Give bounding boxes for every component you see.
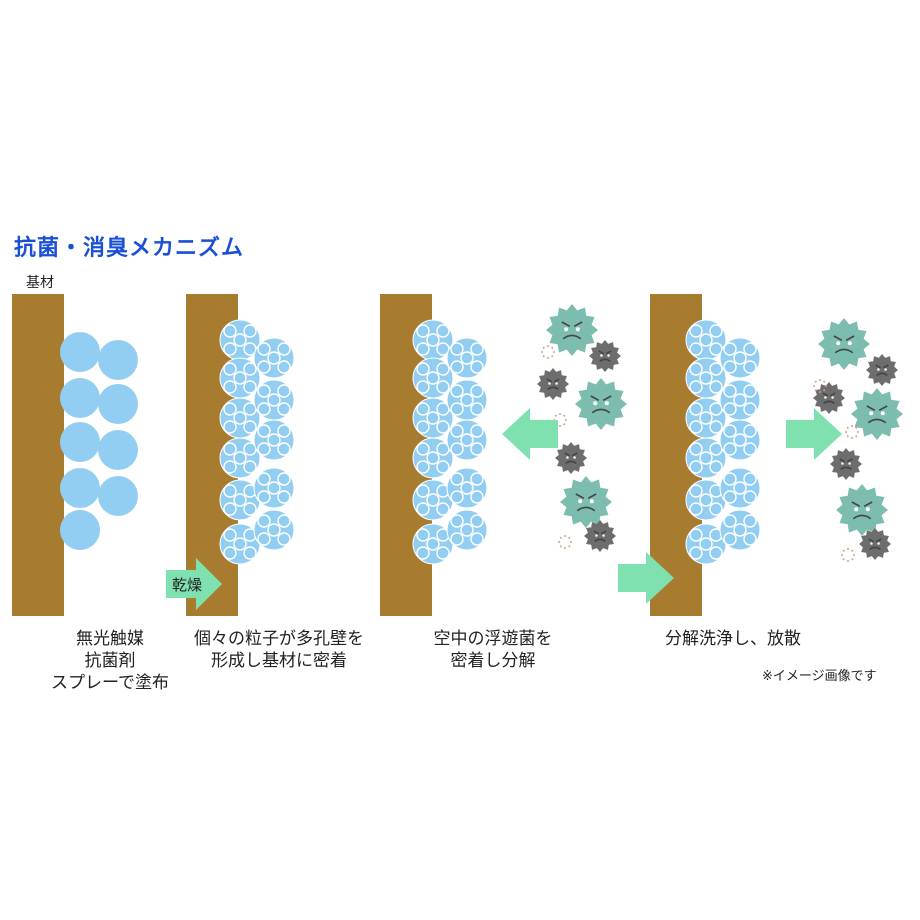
caption-stage-2: 個々の粒子が多孔壁を 形成し基材に密着 bbox=[184, 628, 374, 672]
porous-particle bbox=[719, 419, 761, 461]
porous-particle bbox=[253, 379, 295, 421]
germ-icon bbox=[555, 442, 587, 474]
particle bbox=[60, 378, 100, 418]
germ-icon bbox=[836, 484, 888, 536]
particle bbox=[98, 476, 138, 516]
porous-particle bbox=[412, 357, 454, 399]
germ-icon bbox=[584, 520, 616, 552]
porous-particle bbox=[253, 467, 295, 509]
dry-label: 乾燥 bbox=[172, 576, 202, 594]
image-note: ※イメージ画像です bbox=[762, 669, 877, 684]
caption-line: 抗菌剤 bbox=[84, 651, 136, 671]
porous-particle bbox=[446, 467, 488, 509]
porous-particle bbox=[685, 397, 727, 439]
germ-icon bbox=[813, 382, 845, 414]
germ-icon bbox=[560, 476, 612, 528]
particle bbox=[98, 430, 138, 470]
spore-icon bbox=[845, 425, 859, 439]
germ-icon bbox=[818, 318, 870, 370]
porous-particle bbox=[685, 319, 727, 361]
porous-particle bbox=[253, 509, 295, 551]
porous-particle bbox=[412, 437, 454, 479]
porous-particle bbox=[685, 479, 727, 521]
porous-particle bbox=[219, 319, 261, 361]
particles-layer bbox=[60, 319, 761, 565]
substrate-label: 基材 bbox=[26, 275, 54, 291]
spore-icon bbox=[841, 548, 855, 562]
germ-icon bbox=[589, 340, 621, 372]
caption-line: 分解洗浄し、放散 bbox=[665, 629, 801, 649]
caption-line: 密着し分解 bbox=[450, 651, 536, 671]
germ-icon bbox=[546, 304, 598, 356]
particle bbox=[60, 332, 100, 372]
porous-particle bbox=[685, 357, 727, 399]
germ-icon bbox=[830, 448, 862, 480]
porous-particle bbox=[685, 437, 727, 479]
porous-particle bbox=[412, 397, 454, 439]
caption-line: 空中の浮遊菌を bbox=[433, 629, 553, 649]
germ-icon bbox=[851, 388, 903, 440]
spore-icon bbox=[541, 345, 555, 359]
porous-particle bbox=[719, 337, 761, 379]
porous-particle bbox=[219, 357, 261, 399]
porous-particle bbox=[685, 523, 727, 565]
porous-particle bbox=[719, 467, 761, 509]
particle bbox=[60, 422, 100, 462]
porous-particle bbox=[719, 379, 761, 421]
porous-particle bbox=[719, 509, 761, 551]
caption-line: 無光触媒 bbox=[76, 629, 144, 649]
caption-line: 形成し基材に密着 bbox=[211, 651, 347, 671]
left-arrow-icon bbox=[502, 408, 558, 460]
caption-stage-3: 空中の浮遊菌を 密着し分解 bbox=[418, 628, 568, 672]
particle bbox=[98, 340, 138, 380]
porous-particle bbox=[446, 419, 488, 461]
porous-particle bbox=[219, 437, 261, 479]
particle bbox=[98, 384, 138, 424]
germs-layer bbox=[537, 304, 903, 562]
dry-arrow: 乾燥 bbox=[166, 558, 222, 610]
caption-line: スプレーで塗布 bbox=[51, 673, 169, 693]
germ-icon bbox=[859, 528, 891, 560]
caption-stage-4: 分解洗浄し、放散 bbox=[648, 628, 818, 650]
diagram-title: 抗菌・消臭メカニズム bbox=[14, 236, 245, 261]
particle bbox=[60, 468, 100, 508]
porous-particle bbox=[253, 337, 295, 379]
germ-icon bbox=[575, 378, 627, 430]
porous-particle bbox=[219, 397, 261, 439]
substrate-stage-1 bbox=[12, 294, 64, 616]
porous-particle bbox=[446, 337, 488, 379]
porous-particle bbox=[412, 479, 454, 521]
caption-stage-1: 無光触媒 抗菌剤 スプレーで塗布 bbox=[40, 628, 180, 694]
porous-particle bbox=[253, 419, 295, 461]
porous-particle bbox=[446, 379, 488, 421]
right-arrow-icon bbox=[618, 552, 674, 604]
germ-icon bbox=[537, 368, 569, 400]
germ-icon bbox=[866, 354, 898, 386]
porous-particle bbox=[219, 479, 261, 521]
particle bbox=[60, 510, 100, 550]
caption-line: 個々の粒子が多孔壁を bbox=[194, 629, 364, 649]
porous-particle bbox=[446, 509, 488, 551]
right-arrow-icon-2 bbox=[786, 408, 842, 460]
spore-icon bbox=[813, 379, 827, 393]
spore-icon bbox=[558, 535, 572, 549]
